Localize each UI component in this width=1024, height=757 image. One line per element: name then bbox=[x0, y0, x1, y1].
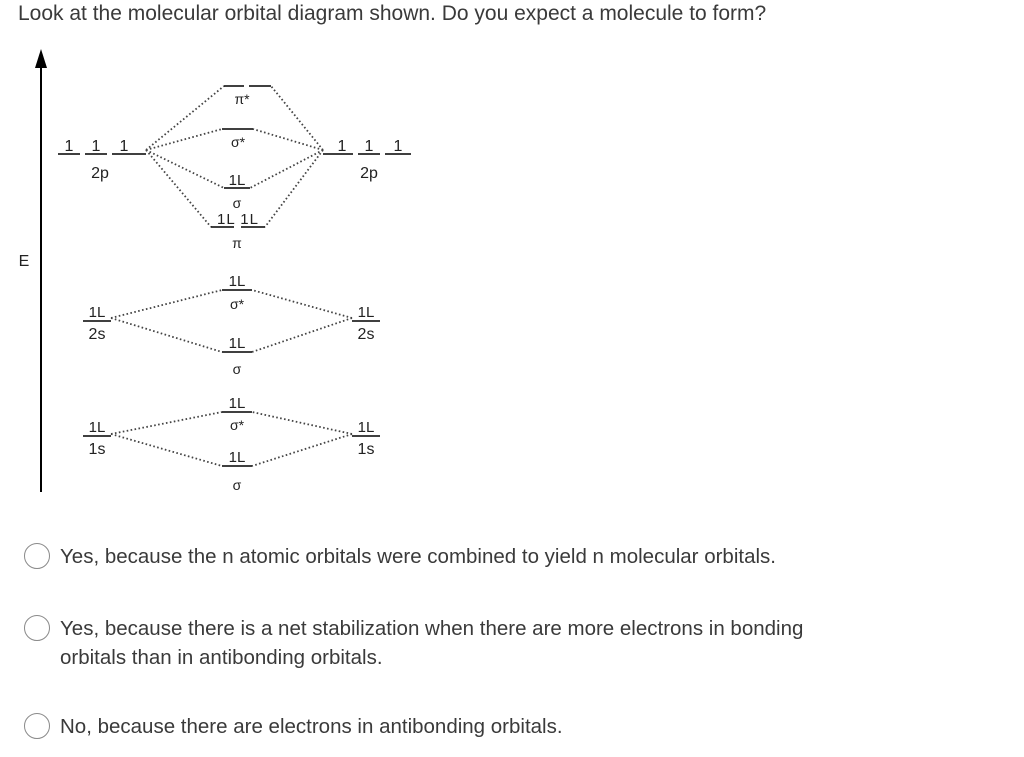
left-1s-electrons: 1L bbox=[89, 419, 106, 436]
mo-sigma-2p: 1L σ bbox=[224, 172, 250, 211]
mo-sigma-star-1s: 1L σ* bbox=[222, 395, 252, 433]
answer-option-2[interactable]: Yes, because there is a net stabilizatio… bbox=[24, 614, 860, 672]
mo-sigma-star-2p-label: σ* bbox=[231, 134, 246, 150]
mo-sigma-2s-electrons: 1L bbox=[229, 335, 246, 352]
mo-sigma-2s-label: σ bbox=[233, 361, 242, 377]
mo-sigma-star-2p: σ* bbox=[222, 128, 253, 150]
left-2s-label: 2s bbox=[89, 326, 106, 343]
mo-pi-label: π bbox=[232, 235, 242, 251]
right-1s-electrons: 1L bbox=[358, 419, 375, 436]
mo-pi: 1L 1L π bbox=[211, 211, 265, 251]
mo-sigma-2s: 1L σ bbox=[222, 335, 252, 377]
mo-sigma-star-1s-label: σ* bbox=[230, 417, 245, 433]
right-2p-electron-3: 1 bbox=[394, 138, 403, 155]
right-atom: 1 1 1 2p 1L 2s 1L 1s bbox=[323, 138, 411, 458]
left-2s-level: 1L 2s bbox=[83, 304, 111, 343]
radio-button-option-3[interactable] bbox=[24, 713, 50, 739]
left-2s-electrons: 1L bbox=[89, 304, 106, 321]
mo-pi-star: π* bbox=[224, 85, 271, 107]
left-2p-electron-2: 1 bbox=[92, 138, 101, 155]
right-1s-label: 1s bbox=[358, 441, 375, 458]
radio-button-option-1[interactable] bbox=[24, 543, 50, 569]
mo-sigma-star-2s-electrons: 1L bbox=[229, 273, 246, 290]
mo-sigma-2p-electrons: 1L bbox=[229, 172, 246, 189]
answer-option-1-label[interactable]: Yes, because the n atomic orbitals were … bbox=[60, 545, 776, 568]
molecular-orbital-diagram: E 1 1 1 2p bbox=[19, 49, 411, 493]
right-2s-label: 2s bbox=[358, 326, 375, 343]
answer-option-2-label[interactable]: Yes, because there is a net stabilizatio… bbox=[60, 617, 804, 669]
mo-pi-star-label: π* bbox=[234, 91, 250, 107]
mo-sigma-star-1s-electrons: 1L bbox=[229, 395, 246, 412]
energy-axis-label: E bbox=[19, 253, 30, 270]
right-2p-electron-1: 1 bbox=[338, 138, 347, 155]
left-2p-electron-3: 1 bbox=[120, 138, 129, 155]
energy-axis: E bbox=[19, 49, 47, 492]
left-1s-label: 1s bbox=[89, 441, 106, 458]
radio-button-option-2[interactable] bbox=[24, 615, 50, 641]
correlation-lines bbox=[110, 85, 353, 467]
left-atom: 1 1 1 2p 1L 2s 1L 1s bbox=[58, 138, 146, 458]
molecular-orbitals: π* σ* 1L σ 1L 1L π 1L σ* 1L σ bbox=[211, 85, 271, 493]
right-2p-level: 1 1 1 2p bbox=[323, 138, 411, 182]
answer-option-1[interactable]: Yes, because the n atomic orbitals were … bbox=[24, 542, 860, 571]
mo-sigma-star-2s: 1L σ* bbox=[222, 273, 252, 312]
left-2p-level: 1 1 1 2p bbox=[58, 138, 146, 182]
mo-sigma-star-2s-label: σ* bbox=[230, 296, 245, 312]
mo-pi-electrons: 1L 1L bbox=[217, 211, 259, 228]
right-2p-electron-2: 1 bbox=[365, 138, 374, 155]
right-2s-electrons: 1L bbox=[358, 304, 375, 321]
right-2p-label: 2p bbox=[360, 165, 378, 182]
left-2p-electron-1: 1 bbox=[65, 138, 74, 155]
answer-option-3[interactable]: No, because there are electrons in antib… bbox=[24, 712, 860, 741]
mo-sigma-2p-label: σ bbox=[233, 195, 242, 211]
answer-option-3-label[interactable]: No, because there are electrons in antib… bbox=[60, 715, 563, 738]
right-1s-level: 1L 1s bbox=[352, 419, 380, 458]
mo-sigma-1s-electrons: 1L bbox=[229, 449, 246, 466]
mo-sigma-1s-label: σ bbox=[233, 477, 242, 493]
question-text: Look at the molecular orbital diagram sh… bbox=[18, 2, 767, 25]
left-1s-level: 1L 1s bbox=[83, 419, 111, 458]
mo-sigma-1s: 1L σ bbox=[222, 449, 252, 493]
right-2s-level: 1L 2s bbox=[352, 304, 380, 343]
left-2p-label: 2p bbox=[91, 165, 109, 182]
